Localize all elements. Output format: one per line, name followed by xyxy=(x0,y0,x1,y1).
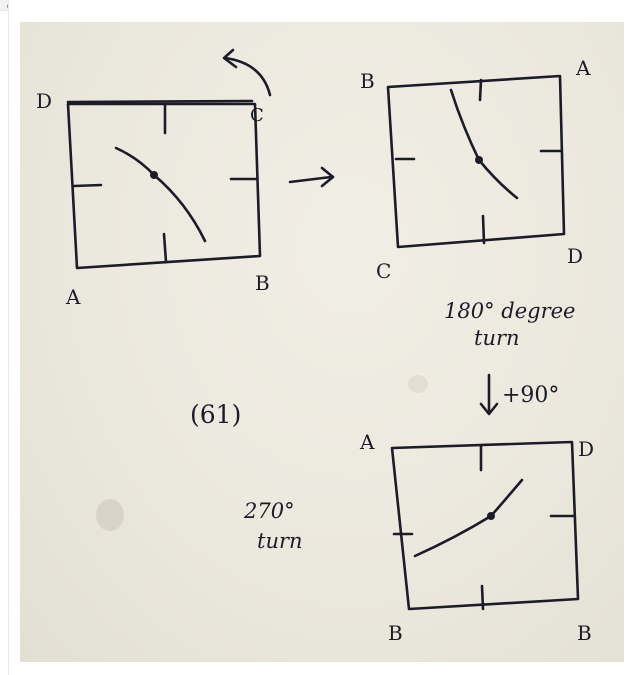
note-180-line1: 180° degree xyxy=(444,299,575,323)
clock-1-label-top-right: C xyxy=(250,105,264,126)
clock-1-tick-bottom xyxy=(162,232,168,264)
clock-1-top-extra-line xyxy=(66,99,254,104)
clock-1-hour-hand xyxy=(114,146,156,177)
clock-3-label-bottom-right: B xyxy=(577,621,592,645)
clock-2-label-bottom-left: C xyxy=(376,259,391,283)
clock-2-tick-top xyxy=(478,78,483,102)
note-270-line1: 270° xyxy=(243,499,295,523)
clock-3-minute-hand xyxy=(413,514,493,558)
clock-1-label-bottom-right: B xyxy=(255,271,270,295)
clock-3 xyxy=(390,440,580,611)
down-arrow-head xyxy=(479,402,499,416)
clock-2-label-top-left: B xyxy=(360,69,375,93)
clock-3-tick-bottom xyxy=(480,584,485,611)
question-number: (61) xyxy=(190,400,241,429)
clock-2-center xyxy=(475,156,483,164)
clock-2-hour-hand xyxy=(449,88,481,162)
clock-1-label-bottom-left: A xyxy=(65,285,81,309)
clock-1 xyxy=(66,99,262,270)
note-180-line2: turn xyxy=(474,326,520,350)
clock-3-label-bottom-left: B xyxy=(388,621,403,645)
paper-background xyxy=(20,22,624,662)
clock-2-face xyxy=(386,74,566,249)
paper-stain xyxy=(96,499,124,531)
clock-2-minute-hand xyxy=(477,158,519,200)
clock-1-face xyxy=(66,102,262,270)
clock-3-hour-hand xyxy=(489,478,524,518)
clock-2-label-top-right: A xyxy=(575,56,591,80)
clock-3-face xyxy=(390,440,580,611)
clock-1-minute-hand xyxy=(152,173,207,243)
plus-90-label: +90° xyxy=(502,383,559,408)
clock-3-label-top-right: D xyxy=(578,437,594,461)
clock-1-label-top-left: D xyxy=(36,89,52,113)
clock-3-label-top-left: A xyxy=(359,430,375,454)
clock-3-center xyxy=(487,512,495,520)
curved-rotation-arrow xyxy=(223,56,272,97)
clock-2-tick-bottom xyxy=(481,214,486,245)
clock-2 xyxy=(386,74,566,249)
paper-stain xyxy=(408,375,428,393)
clock-1-center xyxy=(150,171,158,179)
right-arrow-shaft xyxy=(288,175,333,184)
curved-rotation-arrowhead xyxy=(222,48,238,69)
clock-2-label-bottom-right: D xyxy=(567,244,583,268)
clock-1-tick-left xyxy=(72,183,103,188)
note-270-line2: turn xyxy=(257,529,303,553)
right-arrow-head xyxy=(320,166,335,188)
